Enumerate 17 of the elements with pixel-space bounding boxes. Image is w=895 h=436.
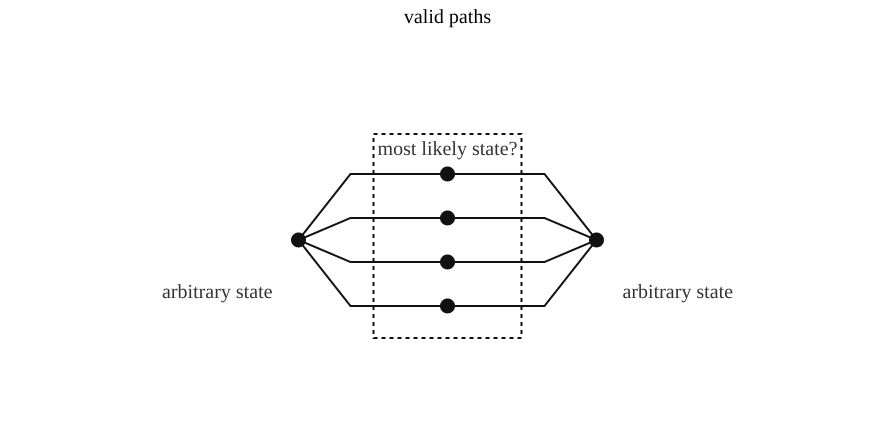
connector [454,242,590,263]
connector [304,242,440,263]
connector [454,244,593,307]
node-label: arbitrary state [622,281,733,303]
connector [304,217,440,238]
node-circle [589,232,604,248]
node-circle [291,232,306,248]
connector [454,173,593,236]
node-circle [440,254,455,270]
node-circle [440,166,455,182]
node-circle [440,210,455,226]
node-circle [440,298,455,314]
connector [454,217,590,238]
connector [302,173,440,236]
node-label: arbitrary state [162,281,272,303]
connector [302,244,440,307]
note-text: valid paths [404,6,492,28]
